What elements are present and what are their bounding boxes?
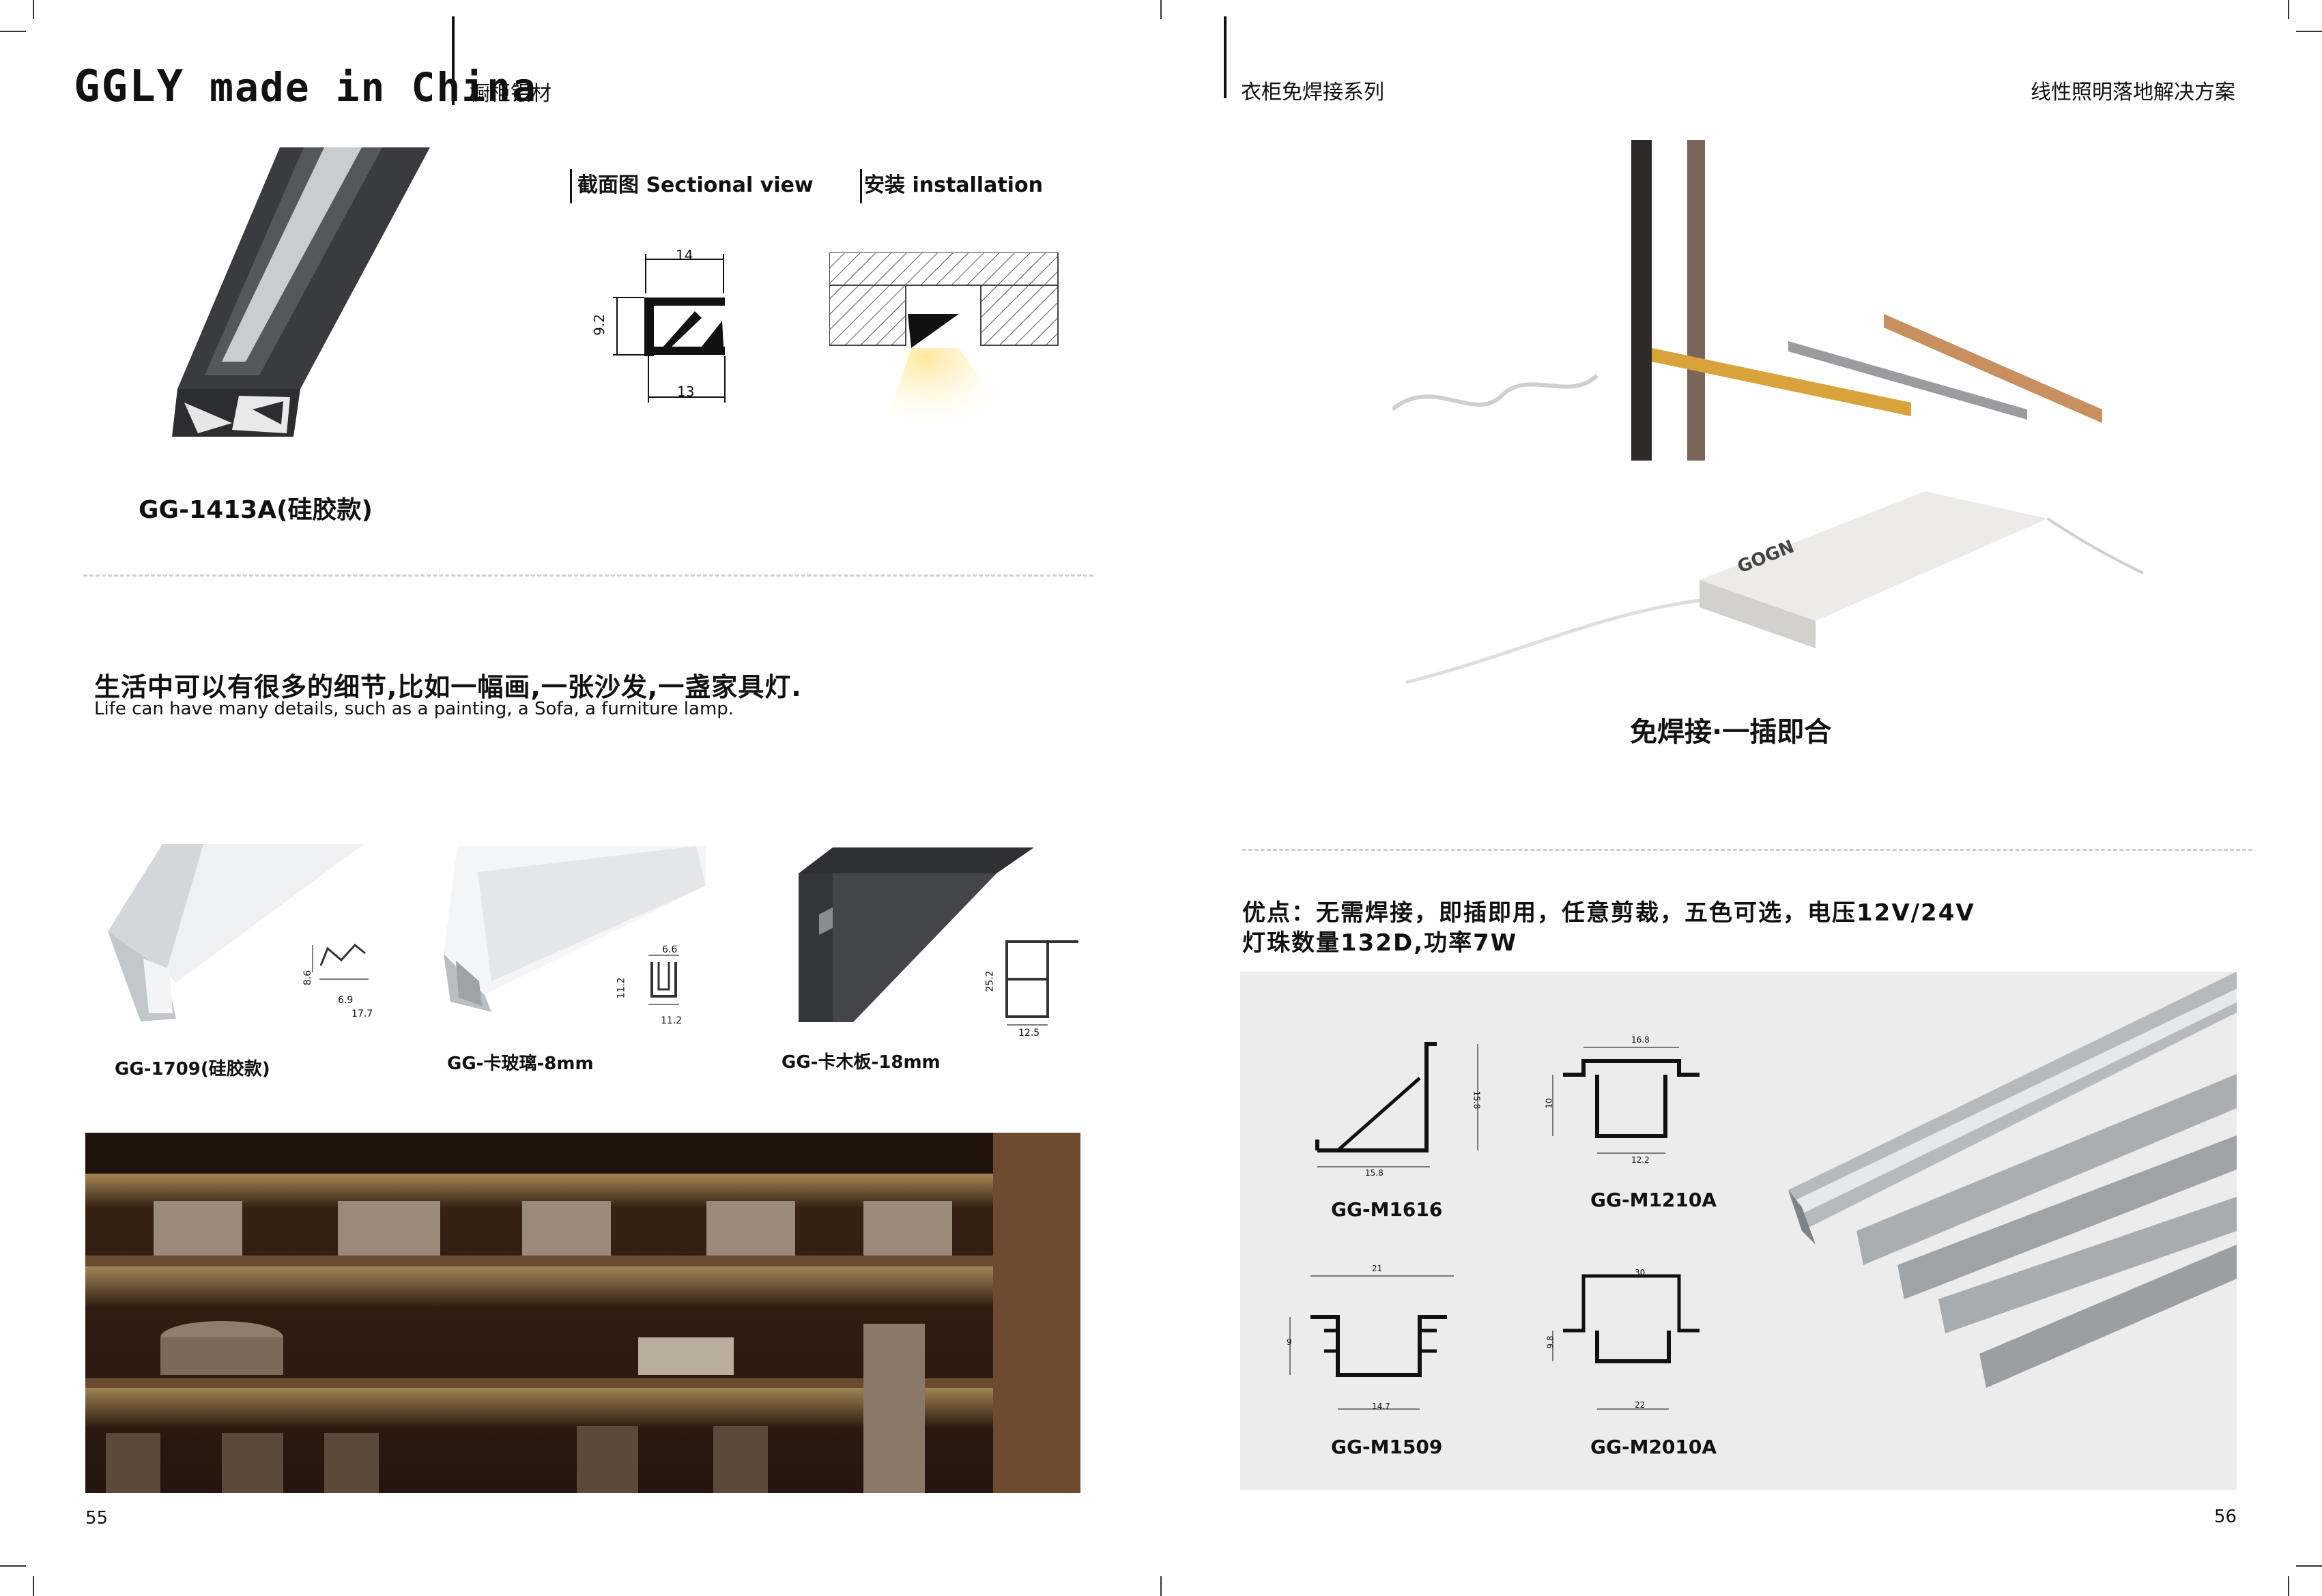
dim-m1509-c: 9	[1287, 1337, 1292, 1347]
sectional-drawing	[613, 254, 726, 403]
series-label: 衣柜免焊接系列	[1241, 81, 1384, 104]
model-gg1709: GG-1709(硅胶款)	[115, 1059, 270, 1079]
dim-m2010a-a: 30	[1635, 1268, 1646, 1277]
dim-m1210a-a: 16.8	[1631, 1035, 1650, 1045]
crop-mark	[2296, 31, 2322, 32]
profile-bars-photo	[1788, 972, 2237, 1388]
page-number-left: 55	[85, 1508, 109, 1528]
solution-label: 线性照明落地解决方案	[2031, 81, 2235, 104]
features-line-1: 优点：无需焊接，即插即用，任意剪裁，五色可选，电压12V/24V	[1242, 899, 1975, 927]
dim-m1210a-b: 12.2	[1631, 1155, 1650, 1165]
dim-wood-b: 12.5	[1018, 1028, 1040, 1039]
dim-m1616-a: 15.8	[1365, 1168, 1384, 1178]
installation-label: 安装 installation	[864, 173, 1043, 197]
dim-m1616-b: 15.8	[1472, 1090, 1482, 1109]
dim-1709-a: 8.6	[302, 970, 314, 986]
model-gg-m1509: GG-M1509	[1331, 1436, 1443, 1458]
section-gg-m1616	[1315, 1042, 1478, 1167]
brand-tagline: made in China	[210, 64, 537, 111]
model-gg1413a: GG-1413A(硅胶款)	[139, 496, 373, 524]
section-divider	[570, 169, 572, 203]
dim-top: 14	[676, 247, 693, 263]
model-wood-18mm: GG-卡木板-18mm	[782, 1052, 941, 1073]
profile-image-gg1413a	[172, 147, 430, 437]
sectional-view-label: 截面图 Sectional view	[577, 173, 814, 197]
dim-bottom: 13	[677, 383, 695, 400]
header-divider	[452, 16, 455, 105]
model-gg-m1210a: GG-M1210A	[1590, 1189, 1717, 1211]
model-gg-m2010a: GG-M2010A	[1590, 1436, 1717, 1458]
brand-name: GGLY	[74, 61, 185, 112]
section-separator	[83, 575, 1093, 577]
profile-image-glass-8mm	[444, 846, 706, 1012]
category-label: 橱柜铝材	[470, 82, 551, 106]
crop-mark	[33, 0, 34, 19]
installation-divider	[860, 169, 862, 203]
crop-mark	[2288, 1576, 2289, 1596]
driver-kit-photo: GOGN	[1392, 140, 2144, 684]
section-gg-m1509	[1289, 1275, 1454, 1410]
dim-glass-b: 11.2	[616, 977, 627, 999]
installation-drawing	[829, 252, 1059, 437]
wood-18mm-section	[1005, 940, 1078, 1026]
crop-mark	[1160, 0, 1162, 19]
profile-image-wood-18mm	[799, 847, 1034, 1022]
dim-glass-c: 11.2	[661, 1015, 683, 1026]
model-gg-m1616: GG-M1616	[1331, 1198, 1443, 1221]
crop-mark	[2296, 1565, 2322, 1567]
crop-mark	[1160, 1576, 1162, 1596]
dim-m1509-a: 21	[1372, 1264, 1383, 1273]
driver-caption: 免焊接·一插即合	[1630, 716, 1832, 748]
profile-image-gg1709	[108, 844, 369, 1021]
slogan-en: Life can have many details, such as a pa…	[94, 699, 734, 719]
glass-8mm-section	[648, 955, 679, 1005]
page-number-right: 56	[2214, 1507, 2237, 1527]
dim-m1509-b: 14.7	[1372, 1402, 1390, 1411]
features-line-2: 灯珠数量132D,功率7W	[1242, 929, 1518, 957]
crop-mark	[0, 31, 26, 32]
section-gg-m1210a	[1552, 1047, 1700, 1154]
dim-m1210a-c: 10	[1544, 1098, 1554, 1109]
slogan-cn: 生活中可以有很多的细节,比如一幅画,一张沙发,一盏家具灯.	[94, 672, 802, 702]
section-gg-m2010a	[1552, 1274, 1700, 1410]
wardrobe-photo	[85, 1133, 1080, 1493]
right-section-separator	[1242, 849, 2252, 851]
right-header-divider	[1224, 16, 1227, 98]
crop-mark	[33, 1576, 34, 1596]
crop-mark	[2288, 0, 2289, 19]
dim-glass-a: 6.6	[662, 944, 678, 955]
brand-header: GGLY made in China	[74, 61, 537, 112]
dim-1709-b: 6.9	[338, 995, 354, 1006]
dim-height: 9.2	[590, 314, 607, 336]
dim-m2010a-c: 9.8	[1545, 1335, 1556, 1349]
crop-mark	[0, 1565, 26, 1567]
dim-1709-c: 17.7	[352, 1009, 373, 1019]
dim-wood-a: 25.2	[984, 970, 996, 992]
dim-m2010a-b: 22	[1635, 1400, 1646, 1410]
model-glass-8mm: GG-卡玻璃-8mm	[447, 1054, 594, 1074]
